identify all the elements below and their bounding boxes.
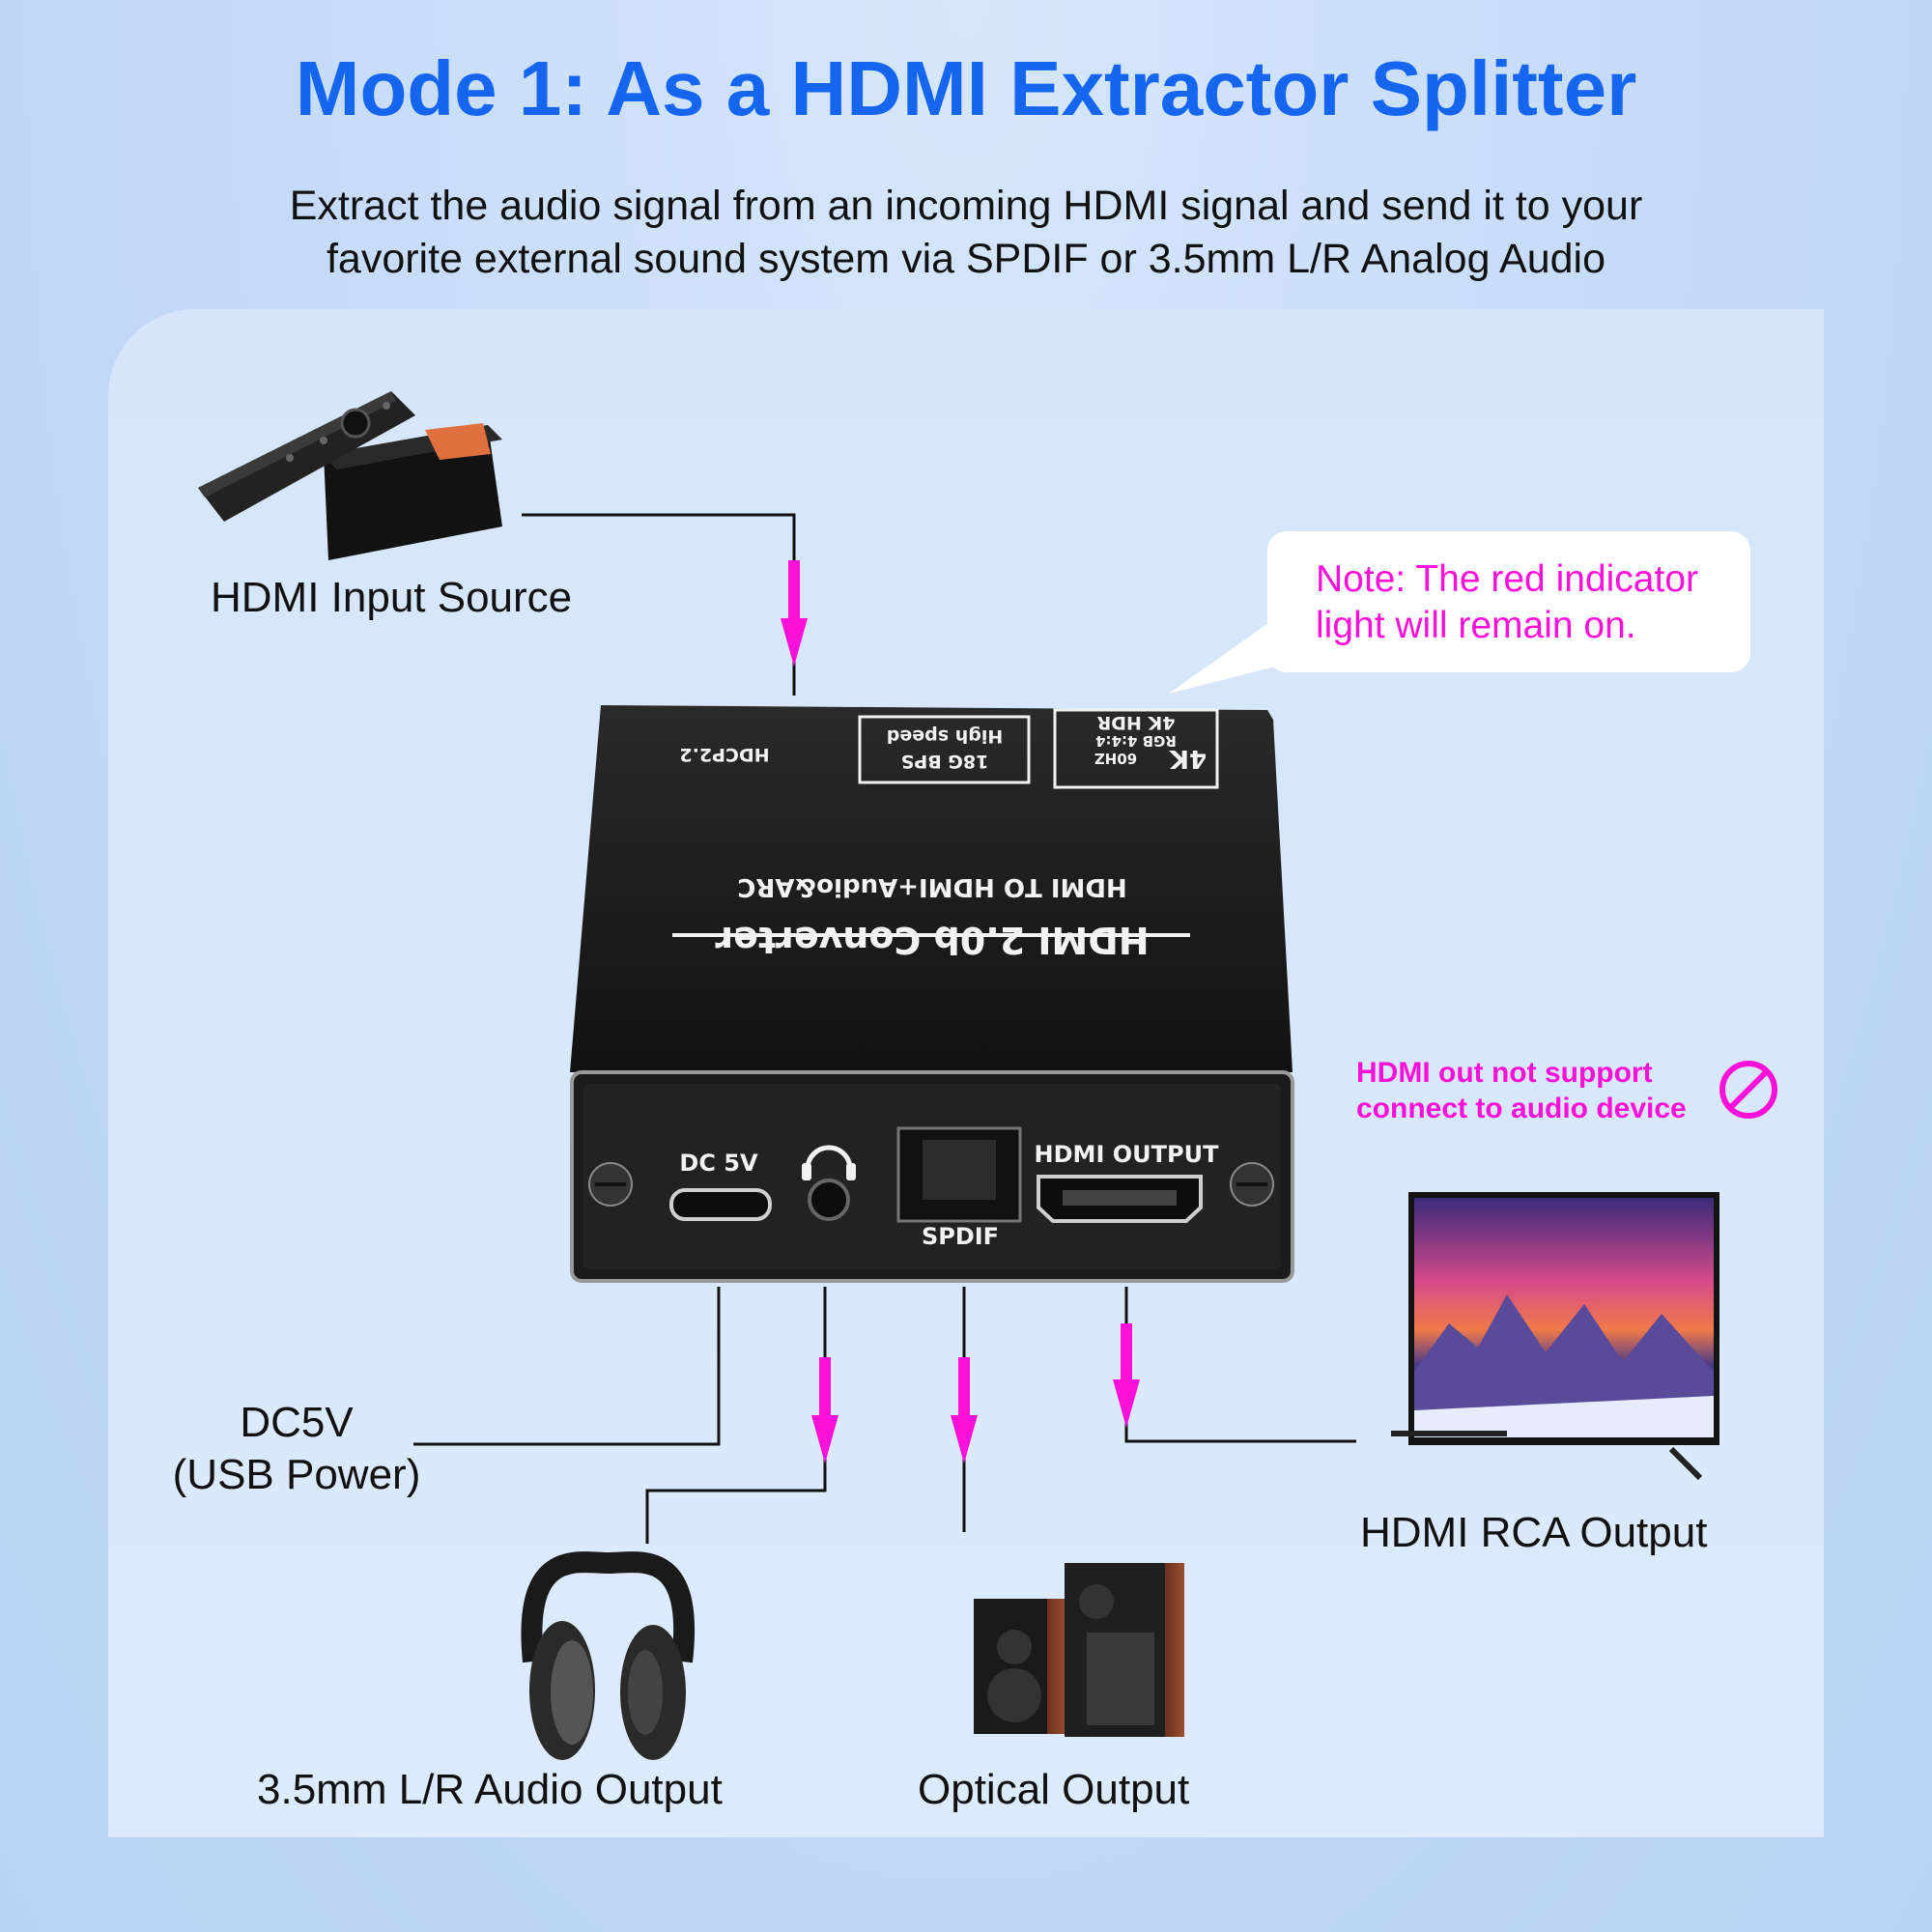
subtitle-line-2: favorite external sound system via SPDIF… — [326, 236, 1606, 282]
subtitle-line-1: Extract the audio signal from an incomin… — [289, 183, 1643, 229]
warning-text: HDMI out not support connect to audio de… — [1356, 1055, 1704, 1126]
note-line-1: Note: The red indicator — [1316, 558, 1698, 600]
device-top-title: HDMI 2.0b Converter — [715, 919, 1150, 961]
arrow-hdmi-out — [1113, 1323, 1140, 1428]
arrow-audio — [811, 1357, 838, 1463]
note-callout: Note: The red indicator light will remai… — [1267, 531, 1750, 672]
hdmi-out-line — [1124, 1287, 1356, 1443]
page-title: Mode 1: As a HDMI Extractor Splitter — [295, 45, 1637, 131]
label-optical-output: Optical Output — [918, 1766, 1190, 1813]
arrow-input — [781, 560, 808, 667]
badge-bps-line-2: High speed — [887, 725, 1003, 747]
note-text: Note: The red indicator light will remai… — [1316, 556, 1741, 649]
screw-left — [588, 1162, 633, 1207]
warning-line-2: connect to audio device — [1356, 1093, 1687, 1124]
port-spdif-label: SPDIF — [922, 1223, 999, 1250]
signal-arrows — [781, 560, 1140, 1463]
headphone-icon — [802, 1145, 856, 1180]
tv-image — [1391, 1192, 1719, 1481]
tv-box-image — [198, 391, 502, 560]
screw-right — [1230, 1162, 1274, 1207]
arrow-optical — [951, 1357, 978, 1463]
badge-4k-big: 4K — [1169, 744, 1207, 773]
badge-hdcp: HDCP2.2 — [679, 744, 769, 765]
label-input-source: HDMI Input Source — [211, 574, 573, 621]
dc-line — [413, 1287, 721, 1446]
device-top-subtitle: HDMI TO HDMI+Audio&ARC — [737, 872, 1126, 901]
warning-line-1: HDMI out not support — [1356, 1057, 1653, 1089]
port-dc — [669, 1188, 772, 1221]
note-pointer — [1169, 618, 1275, 694]
badge-bps-line-1: 18G BPS — [901, 751, 989, 772]
badge-4k-hz: 60HZ — [1094, 750, 1137, 767]
page-subtitle: Extract the audio signal from an incomin… — [0, 180, 1932, 286]
badge-4k-hdr: 4K HDR — [1096, 712, 1175, 733]
label-dc-power: DC5V (USB Power) — [156, 1397, 437, 1501]
badge-4k-rgb: RGB 4:4:4 — [1095, 732, 1177, 750]
converter-device: HDMI 2.0b Converter HDMI TO HDMI+Audio&A… — [570, 705, 1294, 1283]
port-dc-label: DC 5V — [679, 1150, 758, 1177]
speakers-image — [974, 1563, 1184, 1737]
label-dc-line-1: DC5V — [240, 1399, 354, 1446]
label-audio-output: 3.5mm L/R Audio Output — [257, 1766, 723, 1813]
label-tv-output: HDMI RCA Output — [1360, 1509, 1708, 1556]
audio-line — [645, 1287, 827, 1544]
headphones-image — [521, 1551, 695, 1760]
note-line-2: light will remain on. — [1316, 605, 1636, 646]
port-hdmi-label: HDMI OUTPUT — [1035, 1141, 1220, 1168]
prohibited-icon — [1719, 1061, 1777, 1119]
port-audio — [808, 1179, 850, 1221]
label-dc-line-2: (USB Power) — [172, 1451, 421, 1498]
